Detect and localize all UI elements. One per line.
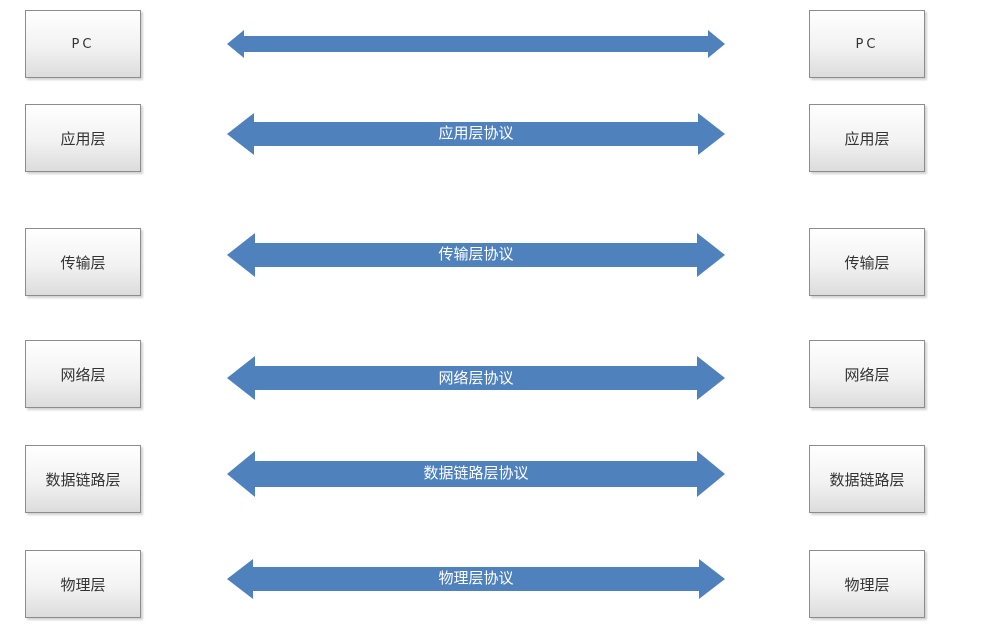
application-protocol-arrow: 应用层协议 bbox=[227, 113, 725, 155]
double-arrow-icon bbox=[227, 233, 725, 277]
transport-protocol-arrow: 传输层协议 bbox=[227, 233, 725, 277]
double-arrow-icon bbox=[227, 30, 725, 58]
physical-protocol-label: 物理层协议 bbox=[438, 569, 514, 587]
right-node-label: 应用层 bbox=[844, 129, 890, 148]
right-node-label: PC bbox=[855, 36, 879, 52]
left-node-label: 网络层 bbox=[60, 365, 106, 384]
right-node-network-layer: 网络层 bbox=[809, 340, 925, 408]
double-arrow-icon bbox=[227, 559, 725, 599]
right-node-pc: PC bbox=[809, 10, 925, 78]
left-node-label: 物理层 bbox=[60, 575, 106, 594]
network-protocol-label: 网络层协议 bbox=[438, 369, 514, 387]
right-node-label: 网络层 bbox=[844, 365, 890, 384]
network-protocol-arrow: 网络层协议 bbox=[227, 356, 725, 400]
application-protocol-label: 应用层协议 bbox=[438, 124, 514, 142]
pc-link-arrow bbox=[227, 28, 725, 60]
left-node-pc: PC bbox=[25, 10, 141, 78]
right-node-transport-layer: 传输层 bbox=[809, 228, 925, 296]
left-node-network-layer: 网络层 bbox=[25, 340, 141, 408]
left-node-label: 数据链路层 bbox=[45, 470, 121, 489]
data-link-protocol-arrow: 数据链路层协议 bbox=[227, 451, 725, 497]
right-node-physical-layer: 物理层 bbox=[809, 550, 925, 618]
right-node-label: 物理层 bbox=[844, 575, 890, 594]
left-node-label: PC bbox=[71, 36, 95, 52]
transport-protocol-label: 传输层协议 bbox=[438, 245, 514, 263]
data-link-protocol-label: 数据链路层协议 bbox=[423, 464, 529, 482]
double-arrow-icon bbox=[227, 113, 725, 155]
right-node-label: 传输层 bbox=[844, 253, 890, 272]
left-node-transport-layer: 传输层 bbox=[25, 228, 141, 296]
left-node-physical-layer: 物理层 bbox=[25, 550, 141, 618]
physical-protocol-arrow: 物理层协议 bbox=[227, 559, 725, 599]
right-node-label: 数据链路层 bbox=[829, 470, 905, 489]
right-node-data-link-layer: 数据链路层 bbox=[809, 445, 925, 513]
double-arrow-icon bbox=[227, 451, 725, 497]
double-arrow-icon bbox=[227, 356, 725, 400]
left-node-label: 传输层 bbox=[60, 253, 106, 272]
left-node-application-layer: 应用层 bbox=[25, 104, 141, 172]
left-node-data-link-layer: 数据链路层 bbox=[25, 445, 141, 513]
right-node-application-layer: 应用层 bbox=[809, 104, 925, 172]
left-node-label: 应用层 bbox=[60, 129, 106, 148]
